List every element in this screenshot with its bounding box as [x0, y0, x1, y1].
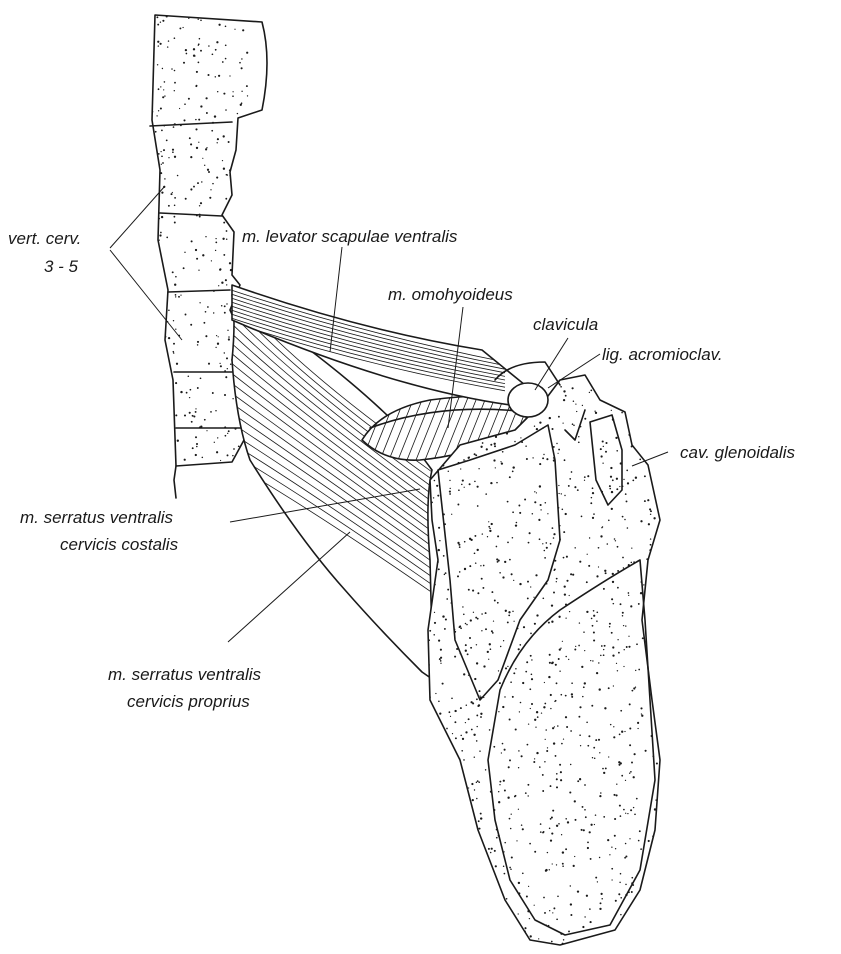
scapula: [427, 375, 664, 951]
label-serratus-costalis-1: m. serratus ventralis: [20, 508, 174, 527]
label-serratus-costalis-2: cervicis costalis: [60, 535, 179, 554]
label-vert-range: 3 - 5: [44, 257, 79, 276]
label-lig-acromioclav: lig. acromioclav.: [602, 345, 723, 364]
label-cav-glenoidalis: cav. glenoidalis: [680, 443, 795, 462]
label-serratus-proprius-1: m. serratus ventralis: [108, 665, 262, 684]
label-omohyoideus: m. omohyoideus: [388, 285, 513, 304]
label-vert-cerv: vert. cerv.: [8, 229, 81, 248]
label-serratus-proprius-2: cervicis proprius: [127, 692, 250, 711]
label-clavicula: clavicula: [533, 315, 598, 334]
label-levator-scapulae: m. levator scapulae ventralis: [242, 227, 458, 246]
